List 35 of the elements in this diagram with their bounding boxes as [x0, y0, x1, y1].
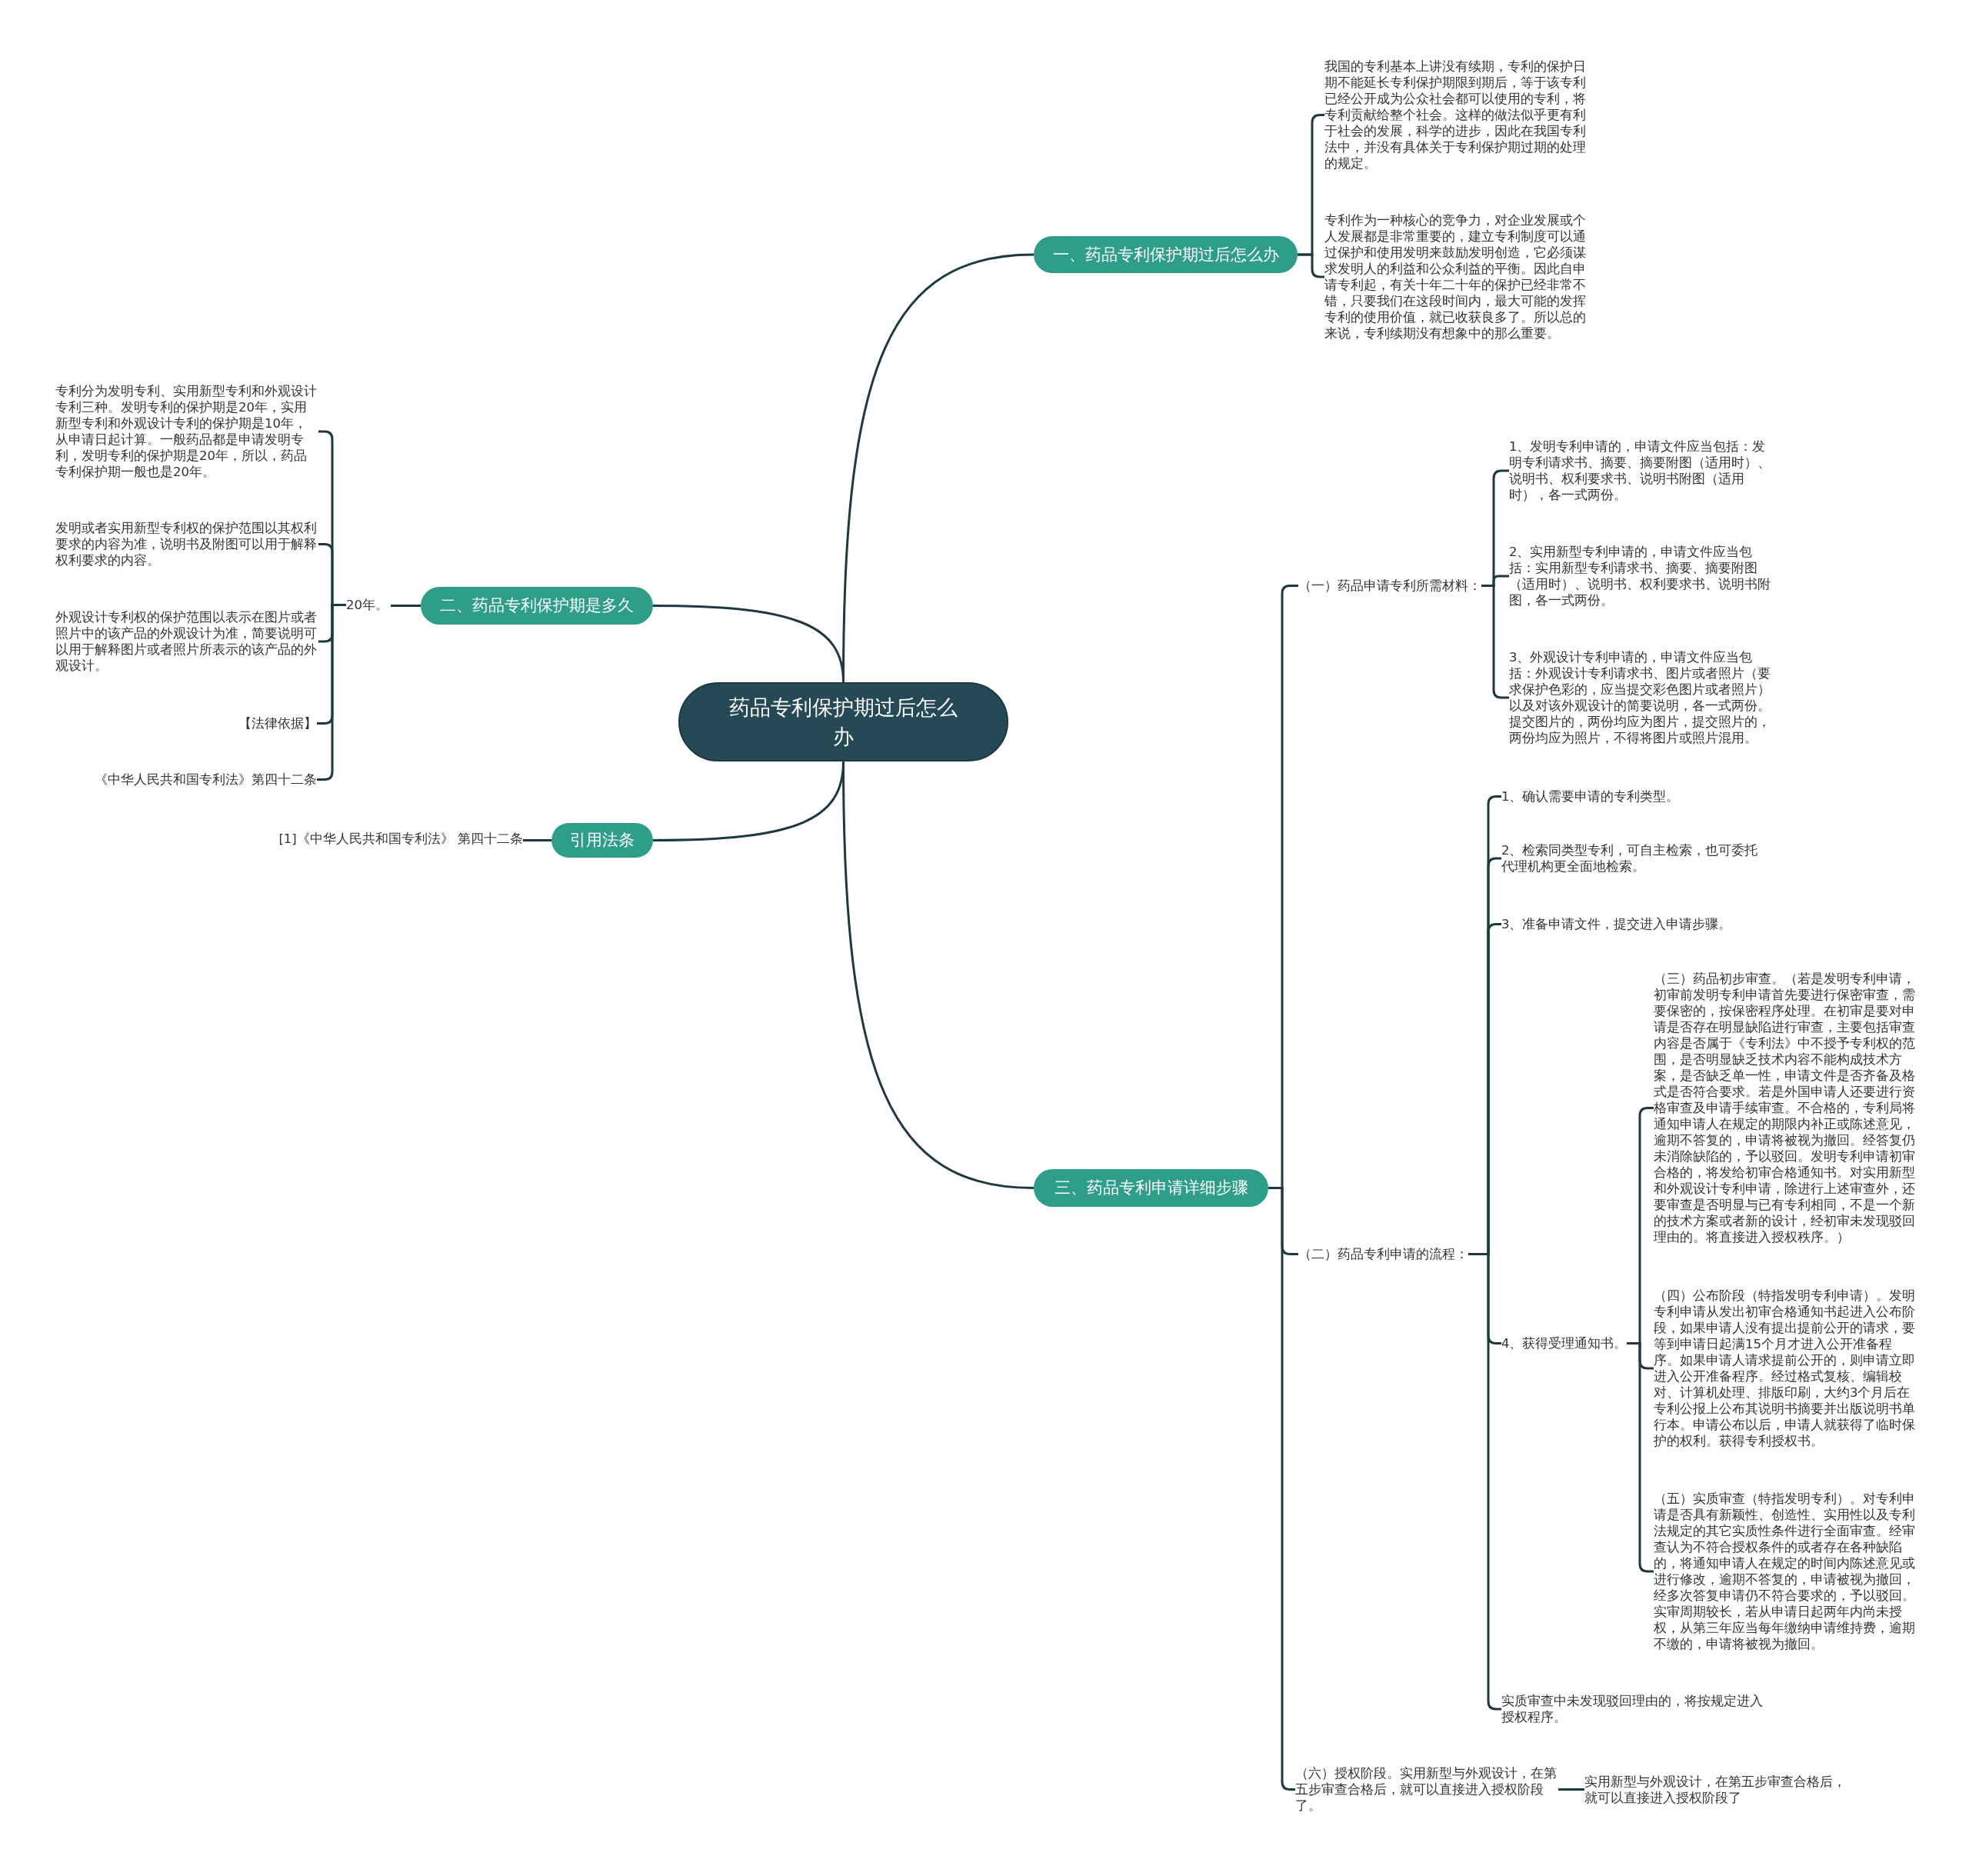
connector-line: [842, 761, 1034, 1189]
connector-line: [523, 839, 551, 841]
note-text: 1、发明专利申请的，申请文件应当包括：发明专利请求书、摘要、摘要附图（适用时）、说明书、权利要求书、说明书附图（适用时），各一式两份。: [1509, 438, 1772, 503]
note-text: （一）药品申请专利所需材料：: [1298, 578, 1481, 594]
central-topic-box: 药品专利保护期过后怎么办: [678, 682, 1008, 761]
connector-line: [653, 605, 845, 683]
note-text: 实质审查中未发现驳回理由的，将按规定进入授权程序。: [1501, 1693, 1764, 1725]
note-text: （二）药品专利申请的流程：: [1298, 1246, 1468, 1262]
note-text: 20年。: [346, 597, 391, 613]
branch-pill: 三、药品专利申请详细步骤: [1034, 1169, 1268, 1207]
note-text: 3、外观设计专利申请的，申请文件应当包括：外观设计专利请求书、图片或者照片（要求保护色彩的，应当提交彩色图片或者照片）以及对该外观设计的简要说明，各一式两份。提交图片的，两份均应为图片，提交照片的，两份均应为照片，不得将图片或照片混用。: [1509, 649, 1772, 746]
note-text: （三）药品初步审查。（若是发明专利申请，初审前发明专利申请首先要进行保密审查，需要保密的，按保密程序处理。在初审是要对申请是否存在明显缺陷进行审查，主要包括审查内容是否属于《专利法》中不授予专利权的范围，是否明显缺乏技术内容不能构成技术方案，是否缺乏单一性，申请文件是否齐备及格式是否符合要求。若是外国申请人还要进行资格审查及申请手续审查。不合格的，专利局将通知申请人在规定的期限内补正或陈述意见，逾期不答复的，申请将被视为撤回。经答复仍未消除缺陷的，予以驳回。发明专利申请初审合格的，将发给初审合格通知书。对实用新型和外观设计专利申请，除进行上述审查外，还要审查是否明显与已有专利相同，不是一个新的技术方案或者新的设计，经初审未发现驳回理由的。将直接进入授权秩序。）: [1654, 971, 1917, 1245]
note-text: 专利作为一种核心的竞争力，对企业发展或个人发展都是非常重要的，建立专利制度可以通过保护和使用发明来鼓励发明创造，它必须谋求发明人的利益和公众利益的平衡。因此自申请专利起，有关十年二十年的保护已经非常不错，只要我们在这段时间内，最大可能的发挥专利的使用价值，就已收获良多了。所以总的来说，专利续期没有想象中的那么重要。: [1324, 212, 1588, 342]
note-text: 【法律依据】: [225, 715, 317, 731]
note-text: 4、获得受理通知书。: [1501, 1335, 1628, 1351]
note-text: 1、确认需要申请的专利类型。: [1501, 788, 1680, 805]
connector-line: [1558, 1788, 1584, 1791]
branch-pill: 二、药品专利保护期是多久: [421, 587, 653, 625]
note-text: [1]《中华人民共和国专利法》 第四十二条: [262, 831, 523, 847]
note-text: 2、实用新型专利申请的，申请文件应当包括：实用新型专利请求书、摘要、摘要附图（适用时）、说明书、权利要求书、说明书附图，各一式两份。: [1509, 544, 1772, 608]
note-text: 2、检索同类型专利，可自主检索，也可委托代理机构更全面地检索。: [1501, 842, 1764, 875]
note-text: 我国的专利基本上讲没有续期，专利的保护日期不能延长专利保护期限到期后，等于该专利已经公开成为公众社会都可以使用的专利，将专利贡献给整个社会。这样的做法似乎更有利于社会的发展，科学的进步，因此在我国专利法中，并没有具体关于专利保护期过期的处理的规定。: [1324, 58, 1588, 172]
note-text: （五）实质审查（特指发明专利）。对专利申请是否具有新颖性、创造性、实用性以及专利法规定的其它实质性条件进行全面审查。经审查认为不符合授权条件的或者存在各种缺陷的，将通知申请人在规定的时间内陈述意见或进行修改，逾期不答复的，申请被视为撤回，经多次答复申请仍不符合要求的，予以驳回。实审周期较长，若从申请日起两年内尚未授权，从第三年应当每年缴纳申请维持费，逾期不缴的，申请将被视为撤回。: [1654, 1491, 1917, 1652]
connector-line: [1298, 253, 1324, 278]
connector-line: [391, 605, 421, 607]
note-text: 实用新型与外观设计，在第五步审查合格后，就可以直接进入授权阶段了: [1584, 1774, 1847, 1806]
note-text: 外观设计专利权的保护范围以表示在图片或者照片中的该产品的外观设计为准，简要说明可以用于解释图片或者照片所表示的该产品的外观设计。: [55, 609, 318, 674]
note-text: （四）公布阶段（特指发明专利申请）。发明专利申请从发出初审合格通知书起进入公布阶段，如果申请人没有提出提前公开的请求，要等到申请日起满15个月才进入公开准备程序。如果申请人请求提前公开的，则申请立即进入公开准备程序。经过格式复核、编辑校对、计算机处理、排版印刷，大约3个月后在专利公报上公布其说明书摘要并出版说明书单行本。申请公布以后，申请人就获得了临时保护的权利。获得专利授权书。: [1654, 1288, 1917, 1449]
branch-pill: 引用法条: [551, 823, 653, 858]
note-text: 发明或者实用新型专利权的保护范围以其权利要求的内容为准，说明书及附图可以用于解释权利要求的内容。: [55, 520, 318, 568]
branch-pill: 一、药品专利保护期过后怎么办: [1034, 236, 1298, 273]
note-text: 专利分为发明专利、实用新型专利和外观设计专利三种。发明专利的保护期是20年，实用新型专利和外观设计专利的保护期是10年，从申请日起计算。一般药品都是申请发明专利，发明专利的保护期是20年，所以，药品专利保护期一般也是20年。: [55, 383, 318, 480]
note-text: （六）授权阶段。实用新型与外观设计，在第五步审查合格后，就可以直接进入授权阶段了。: [1295, 1765, 1558, 1814]
note-text: 《中华人民共和国专利法》第四十二条: [86, 771, 317, 788]
note-text: 3、准备申请文件，提交进入申请步骤。: [1501, 916, 1732, 932]
